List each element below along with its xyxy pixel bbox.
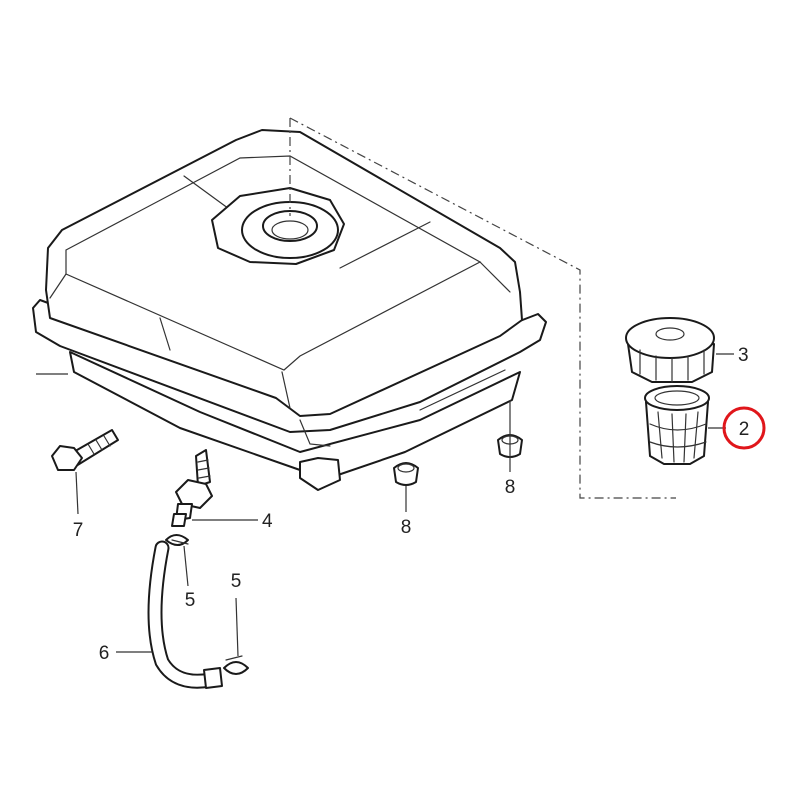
rubber-grommet-front (393, 462, 419, 486)
fuel-tank (32, 129, 547, 491)
callout-2: 2 (739, 419, 750, 440)
callout-5-lower: 5 (231, 571, 242, 592)
fuel-cap (625, 317, 715, 383)
hose-clip-lower (223, 655, 249, 675)
fuel-hose (147, 540, 223, 689)
tank-mounting-lug (299, 457, 341, 491)
hose-clip-upper (165, 534, 189, 546)
tank-upper-body (45, 129, 523, 417)
callout-4: 4 (262, 511, 273, 532)
callout-labels: 3 2 4 5 5 6 7 8 8 (73, 345, 766, 664)
filler-neck-opening (262, 210, 318, 242)
flange-bolt (51, 429, 119, 471)
callout-5-upper: 5 (185, 590, 196, 611)
callout-8-rear: 8 (505, 477, 516, 498)
callout-8-front: 8 (401, 517, 412, 538)
leader-lines (36, 353, 734, 657)
callout-7: 7 (73, 520, 84, 541)
tank-bottom-shell (69, 351, 521, 487)
callout-3: 3 (738, 345, 749, 366)
fuel-valve (171, 449, 213, 527)
fuel-strainer (644, 385, 710, 465)
assembly-centerline (289, 117, 676, 499)
callout-6: 6 (99, 643, 110, 664)
callout-2-highlight-ring (722, 406, 766, 450)
tank-top-contour (65, 155, 482, 371)
